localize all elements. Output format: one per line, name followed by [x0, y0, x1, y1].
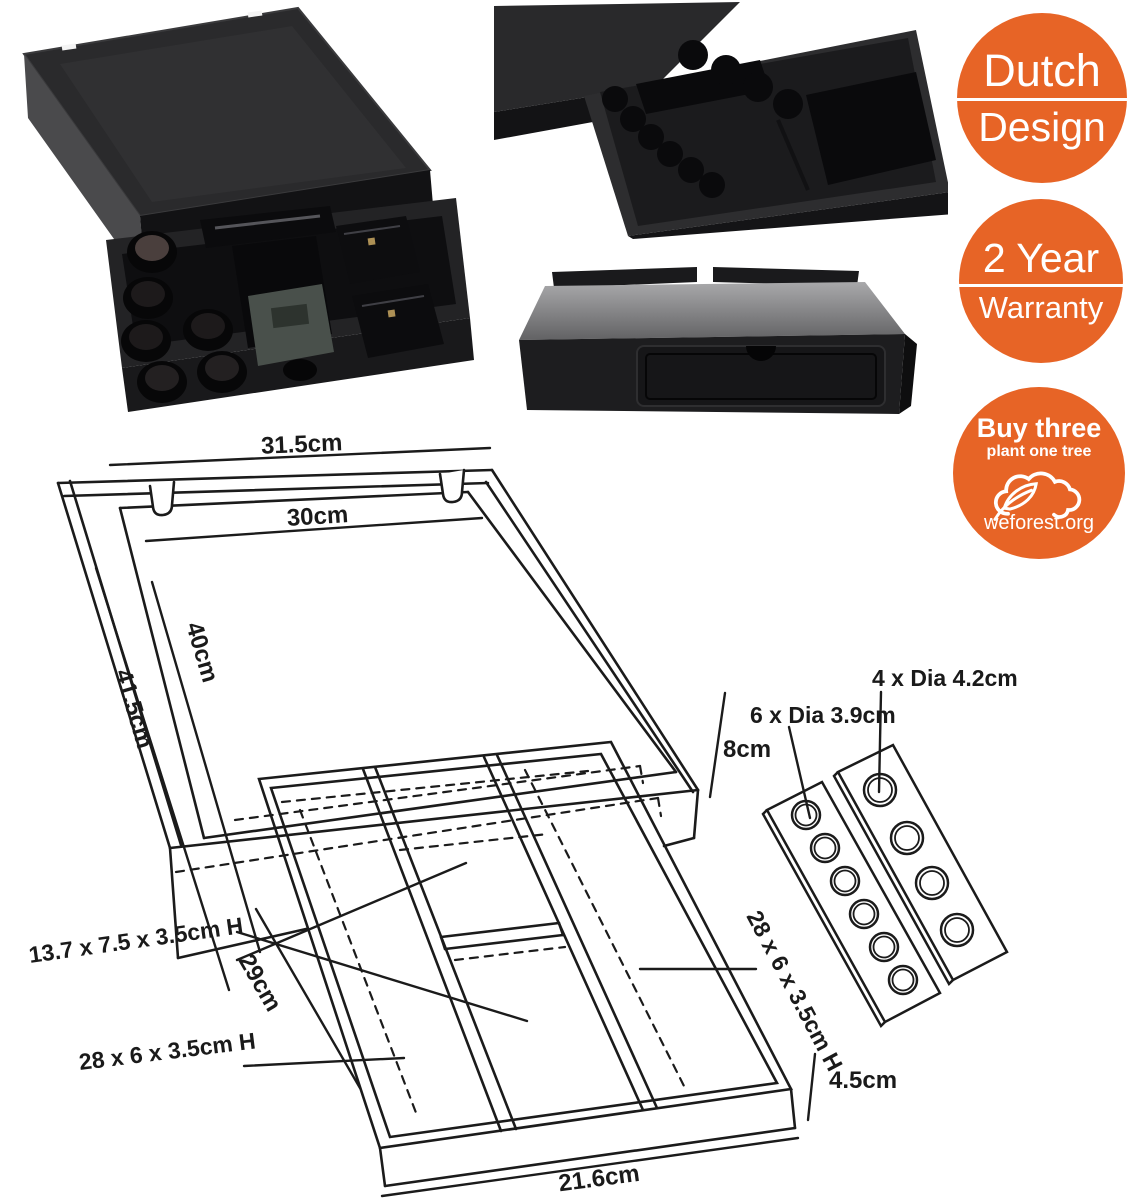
cable-notch-left — [148, 480, 176, 517]
badge-dutch-design: Dutch Design — [957, 13, 1127, 183]
dimension-diagram-art: 31.5cm 30cm 40cm 41.5cm 8cm 6 x Dia 3.9c… — [27, 429, 1018, 1198]
badge-dutch-top-label: Dutch — [983, 44, 1101, 96]
dimension-lines — [94, 446, 883, 1198]
dim-front-height: 4.5cm — [829, 1067, 897, 1094]
dim-inner-depth: 40cm — [180, 619, 223, 686]
photo-closed-stand-art — [519, 267, 917, 414]
stand-drawing — [56, 468, 700, 960]
dim-outer-depth: 41.5cm — [109, 666, 158, 752]
badge-divider-line — [957, 98, 1127, 102]
badge-divider-line — [959, 284, 1123, 288]
dim-front-width: 21.6cm — [557, 1160, 641, 1197]
badge-2-year-warranty: 2 Year Warranty — [959, 199, 1123, 363]
dimension-diagram: 31.5cm 30cm 40cm 41.5cm 8cm 6 x Dia 3.9c… — [0, 420, 1132, 1200]
cable-notch-right — [438, 468, 466, 504]
dim-left-channel: 28 x 6 x 3.5cm H — [77, 1027, 257, 1074]
coffee-capsules — [121, 231, 247, 403]
capsule-strip-4-holes — [832, 743, 1009, 987]
dim-small-holes: 6 x Dia 3.9cm — [750, 702, 896, 728]
dim-stand-height: 8cm — [723, 736, 771, 763]
insert-capsule-recesses — [602, 40, 803, 198]
drawer-handle-notch — [746, 346, 776, 361]
badge-warranty-bottom-label: Warranty — [978, 290, 1104, 326]
photo-open-drawer-capsules-art — [22, 6, 474, 412]
photo-closed-stand — [497, 242, 933, 424]
photo-drawer-insert-top-view — [488, 0, 954, 240]
badge-dutch-bottom-label: Design — [978, 104, 1106, 151]
weforest-cloud-icon — [993, 471, 1082, 521]
badge-weforest: Buy three plant one tree weforest.org — [953, 387, 1125, 559]
weforest-url: weforest.org — [983, 512, 1095, 535]
weforest-heading: Buy three — [976, 412, 1102, 443]
dim-middle-compartments: 13.7 x 7.5 x 3.5cm H — [27, 912, 245, 968]
weforest-subheading: plant one tree — [986, 443, 1092, 461]
photo-drawer-insert-art — [494, 2, 954, 239]
dim-right-channel: 28 x 6 x 3.5cm H — [742, 906, 848, 1075]
capsule-strip-6-holes — [761, 780, 942, 1029]
drawer-drawing — [257, 740, 797, 1188]
badge-warranty-top-label: 2 Year — [982, 235, 1100, 282]
photo-open-drawer-capsules — [0, 0, 480, 420]
dim-large-holes: 4 x Dia 4.2cm — [872, 665, 1018, 691]
dim-drawer-inner-depth: 29cm — [233, 950, 287, 1017]
dim-inner-width: 30cm — [286, 501, 349, 532]
dim-top-width: 31.5cm — [260, 429, 343, 460]
